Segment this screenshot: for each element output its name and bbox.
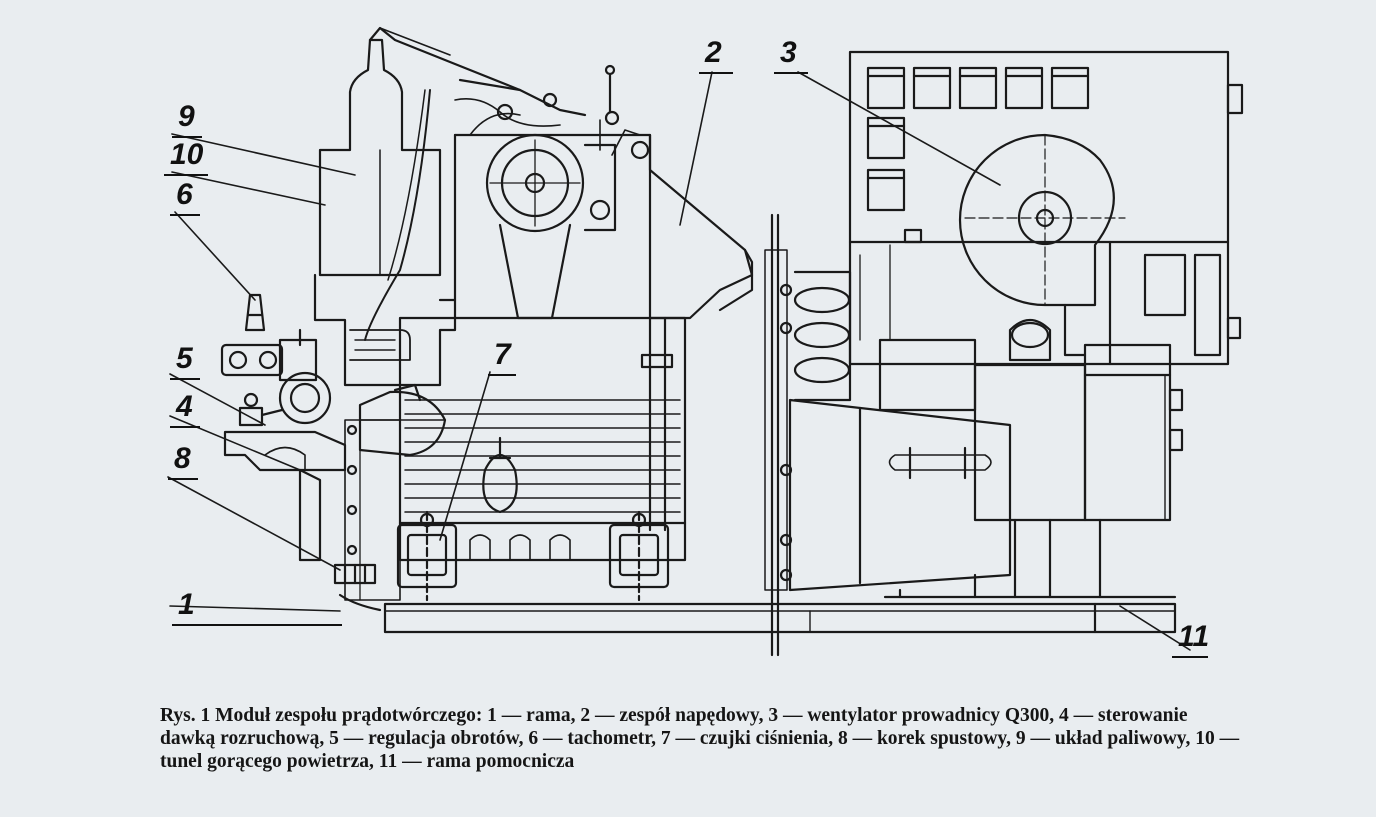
drive-unit (396, 64, 754, 602)
starting-dose-control (223, 383, 447, 472)
engine-mount (608, 510, 670, 602)
speed-regulator (238, 371, 332, 427)
part-label-6: 6 (170, 180, 200, 216)
part-label-10: 10 (164, 140, 208, 176)
part-label-9: 9 (172, 102, 202, 138)
part-label-4: 4 (170, 392, 200, 428)
base-frame (383, 595, 1177, 634)
generator (788, 270, 1184, 599)
engine-mount (396, 510, 458, 602)
part-label-8: 8 (168, 444, 198, 480)
coupling-flange (764, 213, 793, 657)
part-label-5: 5 (170, 344, 200, 380)
fuel-tank (313, 26, 522, 387)
part-label-11: 11 (1172, 622, 1209, 658)
part-label-2: 2 (699, 38, 733, 74)
drain-plug (298, 419, 401, 612)
control-cabinet (848, 50, 1244, 366)
part-label-3: 3 (774, 38, 808, 74)
part-label-7: 7 (488, 340, 516, 376)
figure-caption: Rys. 1 Moduł zespołu prądotwórczego: 1 —… (160, 705, 1240, 772)
generator-module-drawing (167, 26, 1244, 657)
tachometer (220, 293, 318, 382)
leader-lines (167, 71, 1191, 651)
part-label-1: 1 (172, 590, 342, 626)
